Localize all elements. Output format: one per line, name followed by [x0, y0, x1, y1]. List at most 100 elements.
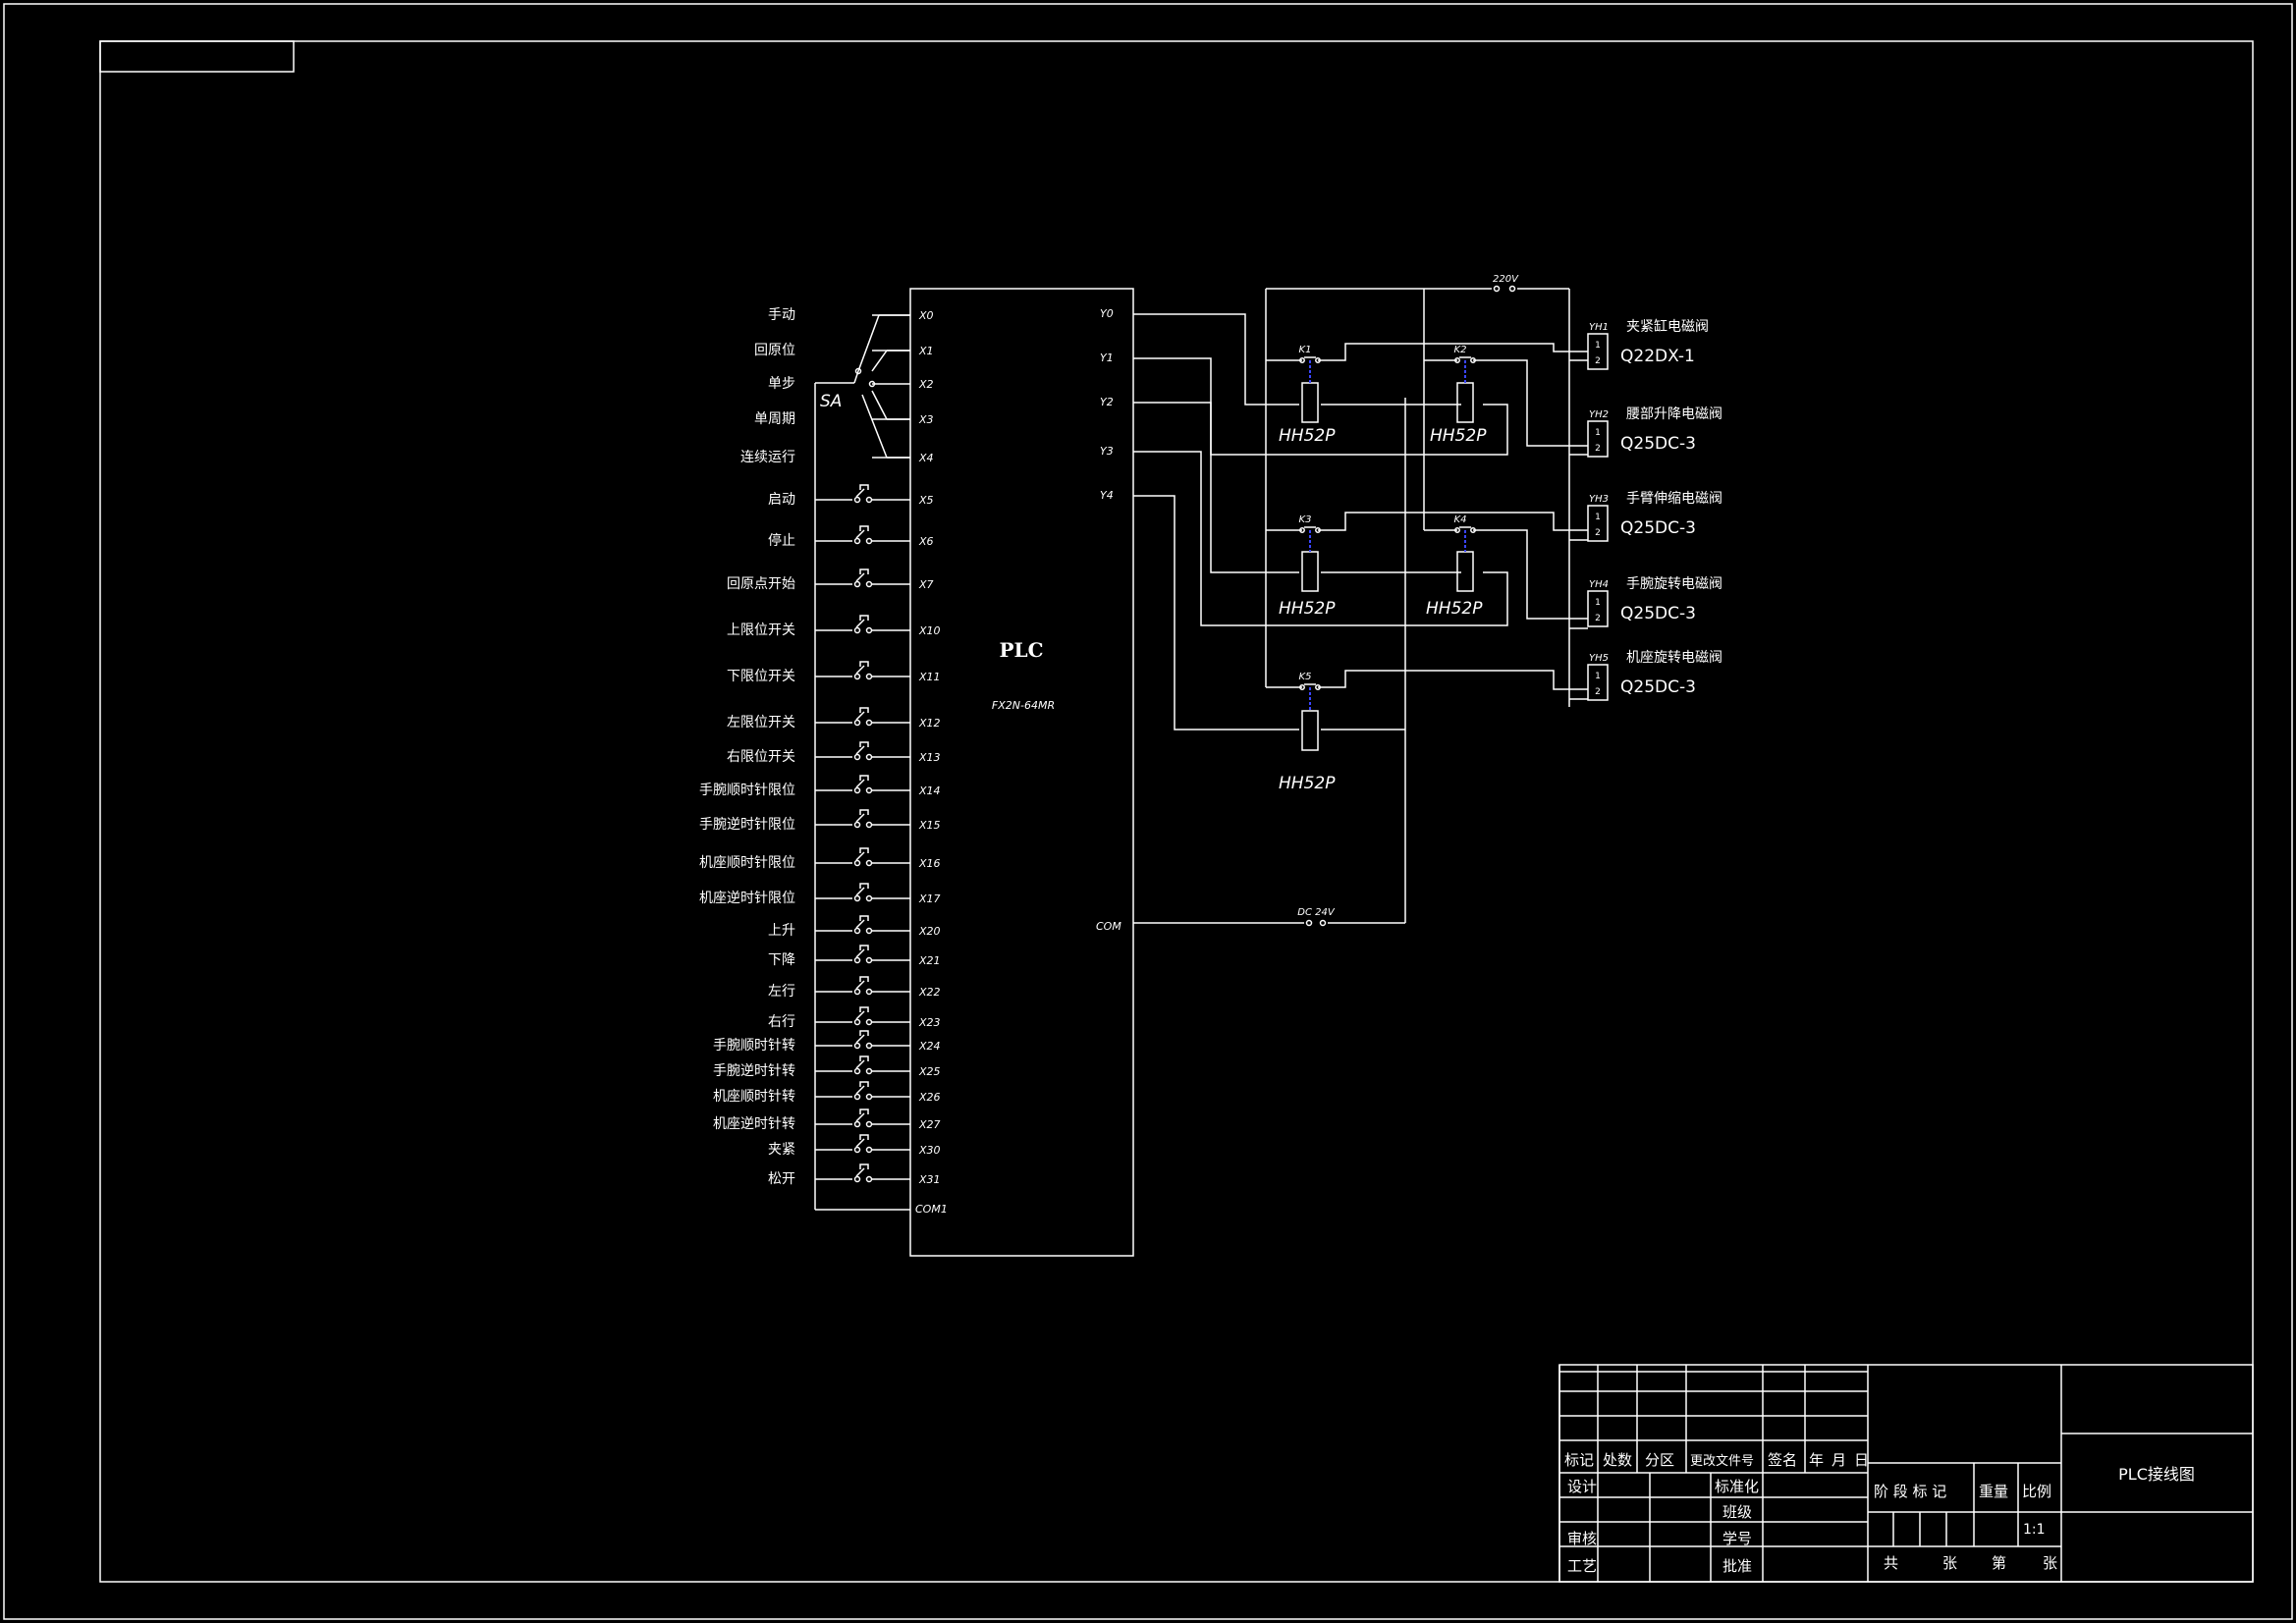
pushbutton-actuator: [859, 809, 869, 815]
valve-tag: YH2: [1589, 409, 1609, 420]
input-terminal: X11: [918, 671, 941, 683]
pushbutton-contact: [855, 851, 865, 861]
pushbutton-contact: [855, 948, 865, 958]
contact-terminal: [853, 626, 861, 634]
relay-contact-terminal: [1299, 527, 1305, 533]
valve-name: 手臂伸缩电磁阀: [1626, 491, 1722, 507]
input-label: 上升: [768, 923, 795, 939]
input-terminal: X2: [918, 378, 934, 391]
contact-terminal: [865, 1146, 873, 1154]
tb-sheets-total: 共: [1884, 1554, 1898, 1572]
tb-header-day: 日: [1854, 1451, 1869, 1469]
relay-contact-terminal: [1315, 357, 1321, 363]
input-terminal: X13: [918, 751, 941, 764]
input-label: 松开: [768, 1171, 795, 1187]
pushbutton-contact: [855, 619, 865, 628]
selector-wire: [853, 370, 859, 384]
input-label: 机座逆时针转: [713, 1116, 795, 1132]
input-terminal: X7: [918, 578, 934, 591]
relay-coil-label: HH52P: [1279, 426, 1336, 446]
contact-terminal: [865, 1067, 873, 1075]
input-terminal: X31: [918, 1173, 941, 1186]
input-terminal: X23: [918, 1016, 941, 1029]
contact-terminal: [865, 673, 873, 680]
contact-terminal: [865, 988, 873, 996]
pushbutton-contact: [855, 1010, 865, 1020]
input-terminal: X14: [918, 784, 941, 797]
pushbutton-contact: [855, 1112, 865, 1122]
tb-sheets-unit-1: 张: [1942, 1554, 1957, 1572]
input-terminal: X20: [918, 925, 941, 938]
input-label: 单步: [768, 376, 795, 392]
input-terminal: X24: [918, 1040, 941, 1053]
valve-pin-1: 1: [1595, 341, 1601, 351]
input-terminal: X27: [918, 1118, 941, 1131]
valve-model: Q22DX-1: [1620, 347, 1695, 366]
input-terminal: X12: [918, 717, 941, 730]
pushbutton-actuator: [859, 1055, 869, 1061]
contact-terminal: [865, 1093, 873, 1101]
relay-contact-terminal: [1315, 527, 1321, 533]
tb-header-change-doc: 更改文件号: [1690, 1454, 1754, 1469]
input-label: 启动: [768, 492, 795, 508]
valve-model: Q25DC-3: [1620, 434, 1696, 454]
selector-pivot: [854, 367, 862, 375]
input-label: 手腕顺时针限位: [699, 783, 795, 798]
pushbutton-actuator: [859, 1109, 869, 1114]
output-wiring: [1133, 285, 1588, 927]
tb-drawing-title: PLC接线图: [2118, 1465, 2195, 1484]
relay-contact-terminal: [1470, 357, 1476, 363]
input-terminal: X16: [918, 857, 941, 870]
input-terminal: X22: [918, 986, 941, 999]
pushbutton-contact: [855, 529, 865, 539]
relay-contact-label: K2: [1454, 345, 1467, 355]
selector-blade: [871, 350, 888, 372]
pushbutton-actuator: [859, 1006, 869, 1012]
pushbutton-contact: [855, 745, 865, 755]
contact-terminal: [853, 1018, 861, 1026]
contact-terminal: [865, 753, 873, 761]
relay-coil: [1456, 551, 1474, 592]
plc-title: PLC: [999, 638, 1043, 662]
tb-scale-value: 1:1: [2023, 1522, 2046, 1538]
valve-pin-2: 2: [1595, 528, 1601, 538]
dc-supply-label: DC 24V: [1297, 907, 1336, 918]
pushbutton-contact: [855, 711, 865, 721]
valve-model: Q25DC-3: [1620, 677, 1696, 697]
title-block-text: 标记 处数 分区 更改文件号 签名 年 月 日 设计 标准化 班级 审核 学号 …: [1564, 1451, 2195, 1575]
contact-terminal: [853, 719, 861, 727]
output-terminal: Y2: [1100, 396, 1114, 408]
pushbutton-actuator: [859, 1030, 869, 1036]
input-terminal: X25: [918, 1065, 941, 1078]
tb-header-count: 处数: [1603, 1451, 1632, 1469]
contact-terminal: [853, 988, 861, 996]
contact-terminal: [865, 719, 873, 727]
output-common-terminal: COM: [1096, 920, 1121, 933]
input-label: 单周期: [754, 411, 795, 427]
input-label: 回原点开始: [727, 576, 795, 592]
output-terminal: Y1: [1100, 352, 1114, 364]
contact-terminal: [865, 894, 873, 902]
tb-header-month: 月: [1831, 1451, 1846, 1469]
input-label: 回原位: [754, 343, 795, 358]
valve-tag: YH4: [1589, 579, 1609, 590]
input-common-terminal: COM1: [915, 1203, 948, 1216]
input-label: 手腕逆时针限位: [699, 817, 795, 833]
valve-pin-1: 1: [1595, 598, 1601, 608]
input-terminal: X26: [918, 1091, 941, 1104]
contact-terminal: [853, 673, 861, 680]
output-terminal: Y3: [1100, 445, 1114, 458]
pushbutton-actuator: [859, 775, 869, 781]
selector-blade: [871, 390, 888, 420]
input-label: 机座顺时针转: [713, 1089, 795, 1105]
contact-terminal: [853, 1067, 861, 1075]
relay-coil: [1456, 382, 1474, 423]
tb-class: 班级: [1722, 1503, 1752, 1521]
tb-standardize: 标准化: [1715, 1478, 1759, 1495]
plc-box: [909, 288, 1134, 1257]
pushbutton-actuator: [859, 915, 869, 921]
tb-student-no: 学号: [1722, 1530, 1752, 1547]
pushbutton-contact: [855, 1059, 865, 1069]
